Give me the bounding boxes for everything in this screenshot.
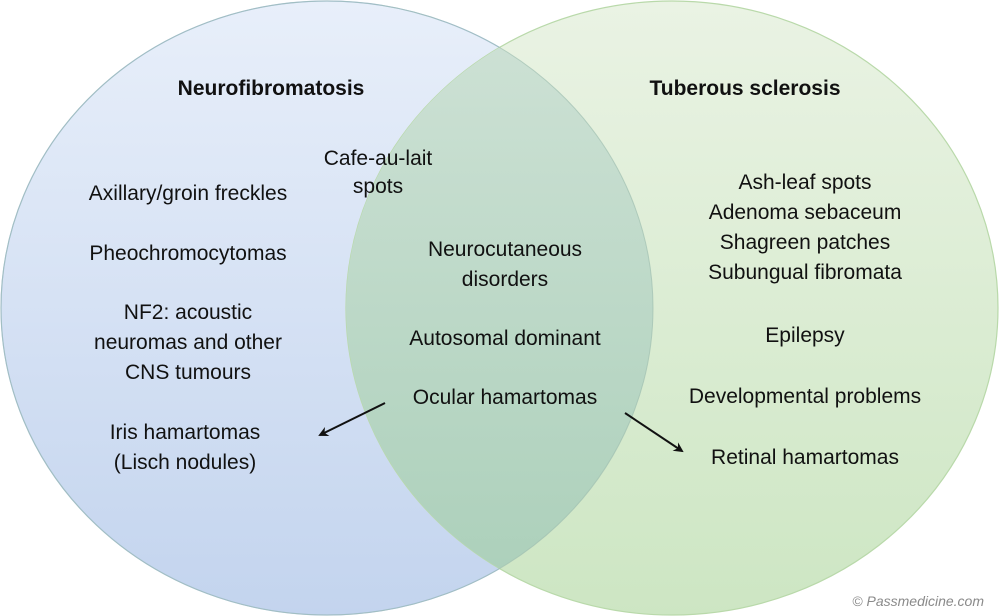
item-line: CNS tumours bbox=[124, 361, 252, 384]
item-line: neuromas and other bbox=[94, 331, 282, 354]
item-line: NF2: acoustic bbox=[123, 301, 253, 324]
neurofibromatosis-title: Neurofibromatosis bbox=[177, 77, 365, 100]
item-pheochromocytomas: Pheochromocytomas bbox=[89, 242, 287, 265]
item-line: Neurocutaneous bbox=[427, 238, 583, 261]
item-line: Cafe-au-lait bbox=[323, 147, 433, 170]
item-line: Iris hamartomas bbox=[109, 421, 261, 444]
item-line: Subungual fibromata bbox=[708, 261, 902, 284]
item-autosomal-dominant: Autosomal dominant bbox=[409, 327, 601, 350]
item-nf2-acoustic-neuromas: NF2: acoustic neuromas and other CNS tum… bbox=[94, 298, 282, 388]
item-ocular-hamartomas: Ocular hamartomas bbox=[412, 386, 598, 409]
item-line: spots bbox=[352, 175, 404, 198]
arrow-to-iris-hamartomas bbox=[318, 402, 386, 436]
item-axillary-groin-freckles: Axillary/groin freckles bbox=[88, 182, 288, 205]
item-iris-hamartomas: Iris hamartomas (Lisch nodules) bbox=[110, 418, 261, 478]
item-skin-lesions: Ash-leaf spots Adenoma sebaceum Shagreen… bbox=[708, 168, 902, 288]
neurofibromatosis-set-outline bbox=[0, 0, 654, 616]
item-line: (Lisch nodules) bbox=[113, 451, 257, 474]
item-line: Ash-leaf spots bbox=[738, 171, 872, 194]
arrow-to-retinal-hamartomas bbox=[624, 412, 684, 453]
item-line: disorders bbox=[461, 268, 549, 291]
item-line: Adenoma sebaceum bbox=[708, 201, 902, 224]
copyright-notice: © Passmedicine.com bbox=[852, 593, 984, 609]
item-retinal-hamartomas: Retinal hamartomas bbox=[711, 446, 899, 469]
item-line: Shagreen patches bbox=[719, 231, 891, 254]
overlap-region bbox=[346, 1, 653, 615]
item-neurocutaneous-disorders: Neurocutaneous disorders bbox=[428, 235, 582, 295]
tuberous-sclerosis-title: Tuberous sclerosis bbox=[649, 77, 841, 100]
item-developmental-problems: Developmental problems bbox=[688, 385, 922, 408]
item-epilepsy: Epilepsy bbox=[765, 324, 845, 347]
item-cafe-au-lait-spots: Cafe-au-lait spots bbox=[324, 144, 433, 202]
